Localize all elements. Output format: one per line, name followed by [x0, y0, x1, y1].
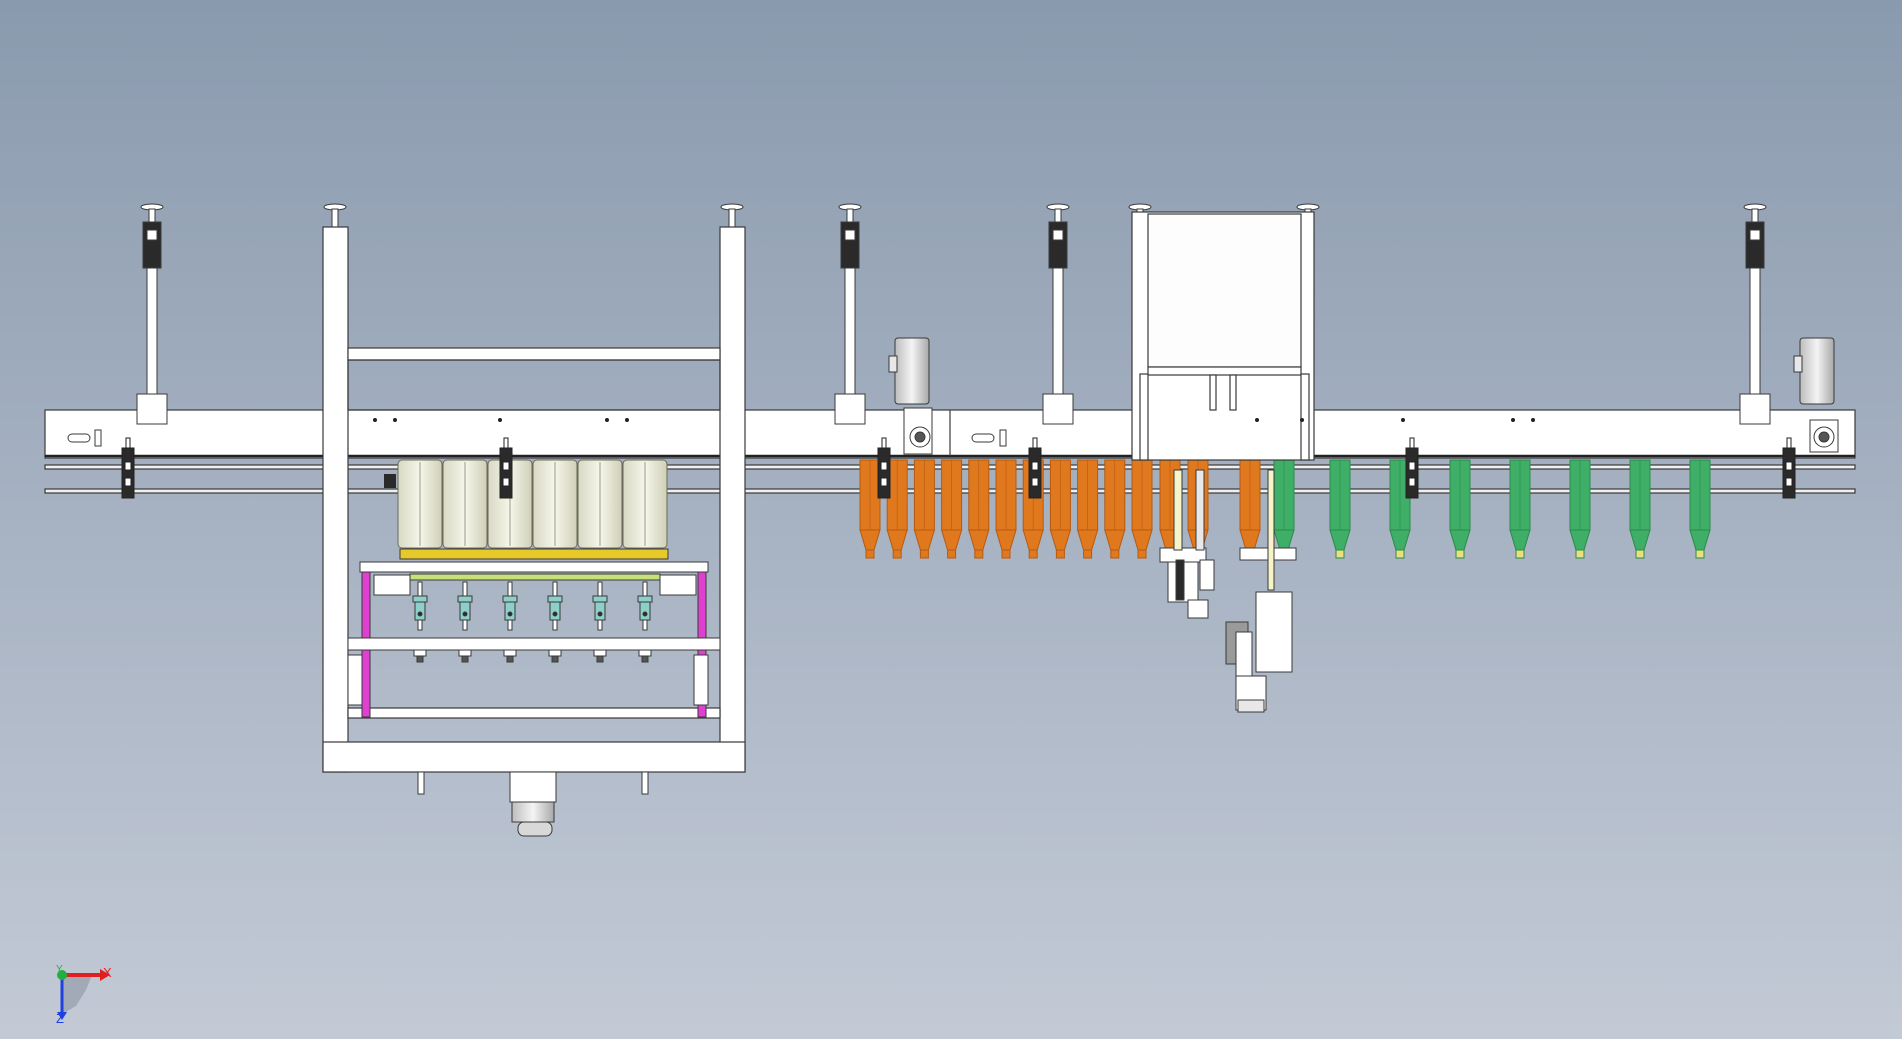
capping-cabinet	[1131, 211, 1315, 461]
filling-nozzle	[637, 581, 653, 663]
guide-clamp-icon	[1782, 437, 1796, 499]
beam-bolt	[1401, 418, 1405, 422]
storage-tank	[622, 459, 668, 549]
filling-nozzle	[592, 581, 608, 663]
green-bottle	[1629, 459, 1651, 559]
green-bottle	[1329, 459, 1351, 559]
orange-bottle	[1049, 459, 1072, 559]
support-leg-icon	[323, 203, 347, 228]
support-leg-icon	[1739, 203, 1771, 425]
orange-bottle	[886, 459, 908, 559]
beam-bolt	[498, 418, 502, 422]
beam-sensors	[67, 429, 1007, 447]
guide-clamp-icon	[121, 437, 135, 499]
support-leg-icon	[136, 203, 168, 425]
orange-bottle	[1076, 459, 1099, 559]
green-bottle	[1389, 459, 1411, 559]
nozzle-carriage	[347, 571, 721, 718]
green-bottle	[1449, 459, 1471, 559]
bottom-drive	[417, 771, 649, 837]
guide-clamp-icon	[877, 437, 891, 499]
motor-right	[1793, 337, 1839, 453]
beam-bolt	[393, 418, 397, 422]
beam-bolt	[605, 418, 609, 422]
support-leg-icon	[1042, 203, 1074, 425]
filling-nozzles	[412, 581, 653, 663]
guide-clamp-icon	[1405, 437, 1419, 499]
axis-y-label: Y	[56, 964, 63, 975]
orange-bottle	[995, 459, 1017, 559]
axis-x-label: X	[103, 965, 112, 980]
capping-head-2	[1173, 469, 1297, 713]
green-bottle	[1569, 459, 1591, 559]
axis-z-label: Z	[56, 1011, 64, 1026]
guide-clamp-icon	[1028, 437, 1042, 499]
beam-bolt	[1300, 418, 1304, 422]
orange-bottle	[1104, 459, 1126, 559]
filling-frame	[322, 226, 746, 773]
orange-bottle	[1131, 459, 1153, 559]
tank-valve	[384, 474, 396, 488]
beam-bolt	[1255, 418, 1259, 422]
orange-bottle	[913, 459, 936, 559]
capping-head-1	[1159, 547, 1215, 619]
support-leg-icon	[834, 203, 866, 425]
storage-tank	[442, 459, 488, 549]
storage-tank	[577, 459, 623, 549]
orange-bottle	[940, 459, 963, 559]
axis-triad-icon	[57, 969, 110, 1020]
green-bottle	[1509, 459, 1531, 559]
green-bottle	[1273, 459, 1295, 559]
guide-clamp-icon	[499, 437, 513, 499]
guide-clamps	[121, 418, 1796, 499]
orange-bottle	[859, 459, 881, 559]
filling-nozzle	[502, 581, 518, 663]
tank-tray	[359, 548, 709, 581]
beam-bolt	[373, 418, 377, 422]
beam-bolt	[1511, 418, 1515, 422]
storage-tanks	[384, 459, 668, 549]
filling-nozzle	[412, 581, 428, 663]
filling-nozzle	[457, 581, 473, 663]
green-bottle	[1689, 459, 1711, 559]
storage-tank	[397, 459, 443, 549]
beam-bolt	[1531, 418, 1535, 422]
motor-left	[888, 337, 933, 455]
green-bottle-row	[1273, 459, 1711, 559]
storage-tank	[532, 459, 578, 549]
orange-bottle	[1239, 459, 1261, 559]
orange-bottle	[968, 459, 990, 559]
beam-bolt	[625, 418, 629, 422]
filling-nozzle	[547, 581, 563, 663]
orange-bottle-row	[859, 459, 1261, 559]
